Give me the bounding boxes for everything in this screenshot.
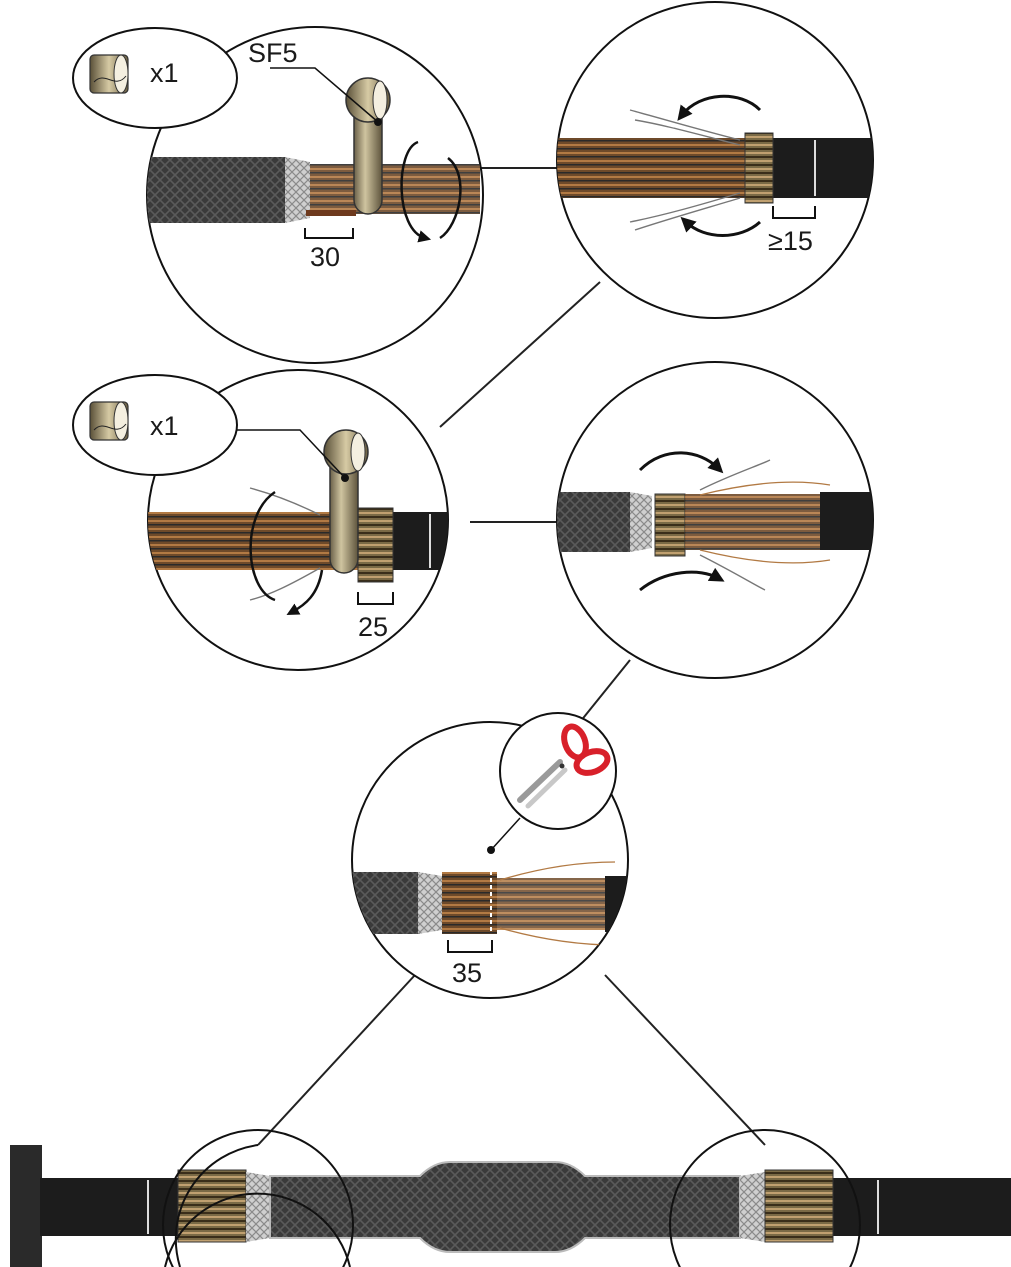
dimension-label: 35	[452, 958, 482, 988]
end-cap	[10, 1145, 42, 1267]
dimension-bracket	[447, 940, 493, 953]
quantity-label: x1	[150, 58, 179, 88]
quantity-label: x1	[150, 411, 179, 441]
dimension-label: 25	[358, 612, 388, 642]
ring-icon	[89, 54, 129, 94]
connector-lines	[257, 167, 766, 1146]
dimension-bracket	[357, 592, 394, 605]
leader-line	[490, 817, 521, 851]
dimension-label: ≥15	[768, 226, 813, 256]
step3-detail: 25 x1	[72, 369, 449, 671]
part-label: SF5	[248, 38, 298, 68]
full-cable-assembly	[10, 1129, 1011, 1267]
ring-icon	[89, 401, 129, 441]
step2-detail: ≥15	[556, 1, 874, 319]
braided-sleeve	[269, 1161, 741, 1253]
step4-detail	[556, 361, 874, 679]
step1-detail: 30 SF5 x1	[72, 26, 484, 364]
step5-detail: 35	[351, 712, 629, 999]
dimension-bracket	[772, 206, 816, 219]
leader-line	[235, 429, 346, 479]
dimension-label: 30	[310, 242, 340, 272]
quantity-callout	[72, 374, 238, 476]
scissors-icon	[517, 723, 611, 809]
quantity-callout	[72, 27, 238, 129]
leader-line	[270, 67, 379, 123]
dimension-bracket	[304, 228, 354, 239]
